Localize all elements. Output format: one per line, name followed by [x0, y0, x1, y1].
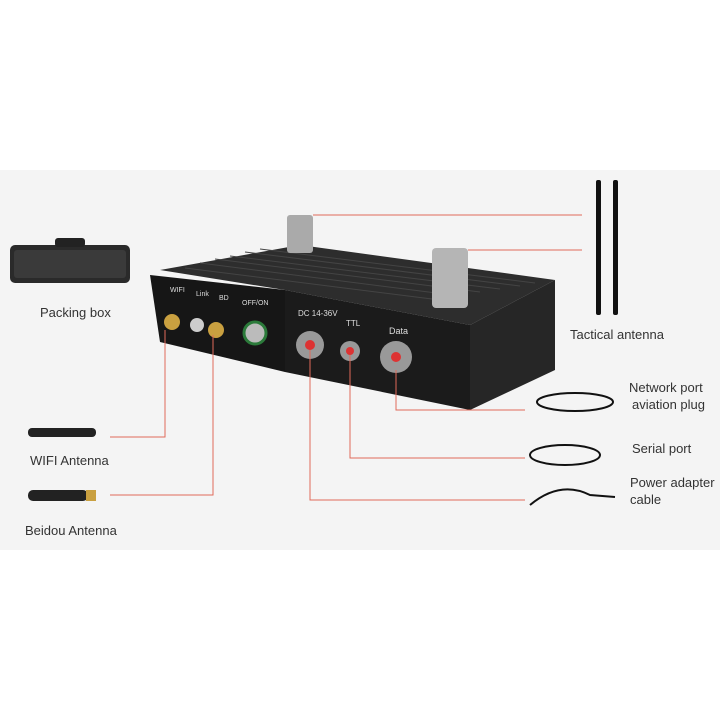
packing-box-image [10, 238, 130, 283]
label-tactical-antenna: Tactical antenna [570, 327, 664, 342]
panel-label-bd: BD [219, 295, 229, 302]
label-power-adapter-line1: Power adapter [630, 475, 715, 490]
label-network-port-line2: aviation plug [632, 397, 705, 412]
panel-label-off-on: OFF/ON [242, 300, 268, 307]
panel-label-link: Link [196, 291, 209, 298]
panel-label-wifi: WIFI [170, 287, 185, 294]
label-wifi-antenna: WIFI Antenna [30, 453, 109, 468]
label-network-port: Network port aviation plug [629, 379, 705, 413]
label-serial-port: Serial port [632, 441, 692, 456]
label-network-port-line1: Network port [629, 380, 703, 395]
label-beidou-antenna: Beidou Antenna [25, 523, 117, 538]
wifi-antenna-image [28, 428, 96, 437]
antenna-connector-1 [287, 215, 313, 253]
panel-label-data: Data [389, 326, 408, 336]
antenna-connector-2 [432, 248, 468, 308]
leader-lines [110, 214, 582, 501]
beidou-antenna-image [28, 490, 88, 501]
device-image: WIFI Link BD OFF/ON DC 14-36V TTL Data [150, 215, 555, 410]
label-power-adapter: Power adapter cable [630, 474, 715, 508]
tactical-antenna-image [596, 180, 618, 315]
label-power-adapter-line2: cable [630, 492, 662, 507]
label-packing-box: Packing box [40, 305, 111, 320]
cables-image [529, 392, 616, 506]
panel-label-ttl: TTL [346, 319, 361, 328]
panel-label-dc: DC 14-36V [298, 309, 338, 318]
